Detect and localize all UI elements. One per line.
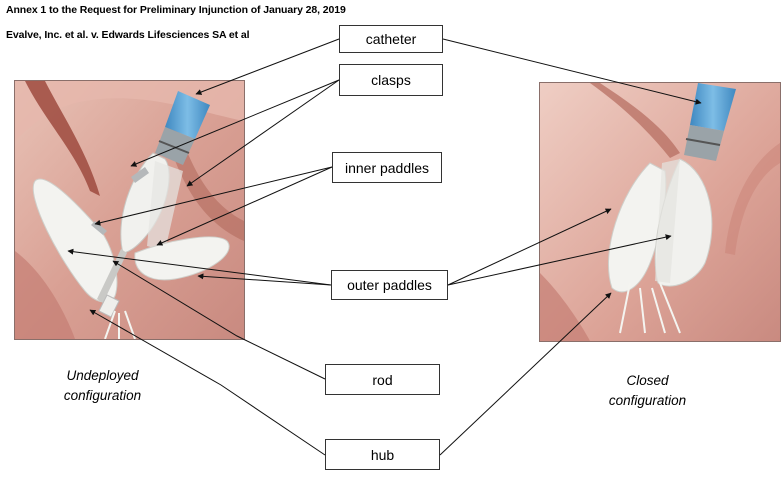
leader-catheter-right: [442, 38, 702, 105]
label-outer-paddles: outer paddles: [331, 270, 448, 300]
leader-outer-4: [447, 234, 672, 286]
caption-undeployed-line2: configuration: [63, 388, 142, 403]
caption-undeployed: Undeployed configuration: [55, 366, 150, 406]
header-line-1: Annex 1 to the Request for Preliminary I…: [6, 4, 346, 16]
label-inner-paddles: inner paddles: [332, 152, 442, 183]
leader-hub-left: [89, 309, 326, 456]
undeployed-device-image: [14, 80, 245, 340]
leader-inner-2: [156, 166, 333, 246]
label-clasps: clasps: [339, 64, 443, 96]
header-line-2: Evalve, Inc. et al. v. Edwards Lifescien…: [6, 29, 250, 41]
closed-device-image: [539, 82, 781, 342]
label-hub: hub: [325, 439, 440, 470]
leader-catheter-left: [195, 38, 340, 95]
leader-clasps-2: [186, 79, 340, 187]
leader-outer-3: [447, 208, 612, 286]
caption-closed: Closed configuration: [600, 371, 695, 411]
leader-clasps-1: [130, 79, 340, 167]
label-catheter: catheter: [339, 25, 443, 53]
leader-rod: [112, 260, 326, 380]
leader-hub-right: [439, 292, 612, 456]
caption-undeployed-line1: Undeployed: [66, 368, 139, 383]
leader-outer-2: [197, 273, 332, 286]
leader-inner-1: [94, 166, 333, 226]
caption-closed-line2: configuration: [608, 393, 687, 408]
caption-closed-line1: Closed: [626, 373, 669, 388]
leader-outer-1: [67, 248, 332, 286]
label-rod: rod: [325, 364, 440, 395]
